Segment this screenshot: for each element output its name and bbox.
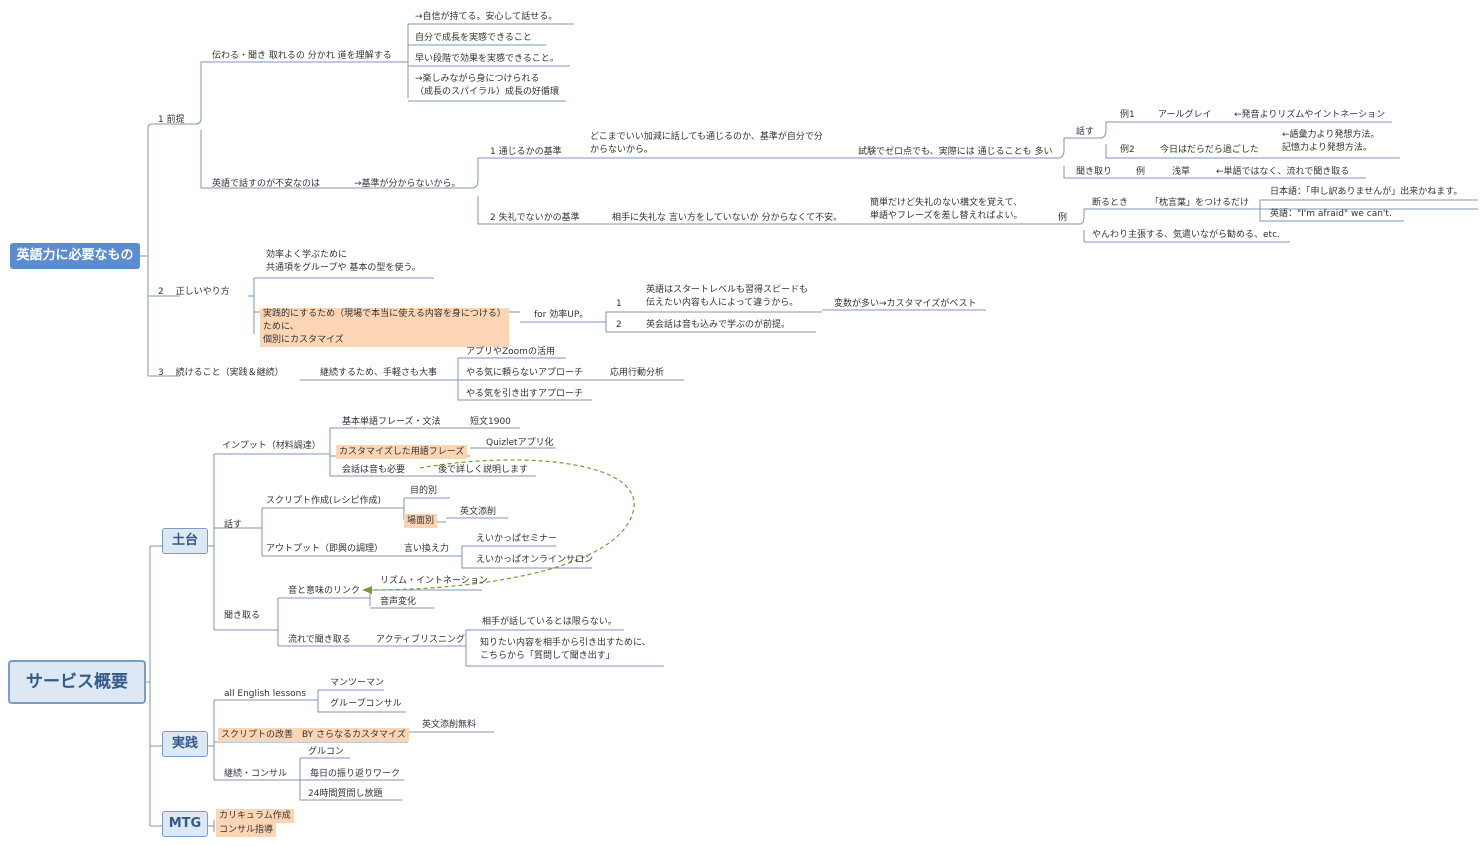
node-grucon[interactable]: グルコン xyxy=(308,747,344,757)
node-self-growth[interactable]: 自分で成長を実感できること xyxy=(415,33,532,43)
node-soft-assert[interactable]: やんわり主張する、気遣いながら勧める、etc. xyxy=(1092,230,1280,240)
node-not-speaking[interactable]: 相手が話しているとは限らない。 xyxy=(482,617,617,627)
node-listening-2[interactable]: 聞き取る xyxy=(224,611,261,621)
node-reason-1[interactable]: 英語はスタートレベルも習得スピードも 伝えたい内容も人によって違うから。 xyxy=(646,285,809,308)
node-flow-listen[interactable]: 流れで聞き取る xyxy=(288,635,351,645)
category-foundation[interactable]: 土台 xyxy=(162,528,208,554)
node-correction[interactable]: 英文添削 xyxy=(460,507,497,517)
category-practice[interactable]: 実践 xyxy=(162,731,208,757)
node-zero-score[interactable]: 試験でゼロ点でも、実際には 通じることも 多い xyxy=(858,147,1053,157)
node-for-efficiency[interactable]: for 効率UP。 xyxy=(534,310,589,320)
node-flow-note[interactable]: ←単語ではなく、流れで聞き取る xyxy=(1216,167,1350,177)
node-understand-boundary[interactable]: 伝わる・聞き 取れるの 分かれ 道を理解する xyxy=(212,51,392,61)
node-early-effect[interactable]: 早い段階で効果を実感できること。 xyxy=(415,54,559,64)
node-seminar[interactable]: えいかっぱセミナー xyxy=(476,534,558,544)
arrow-head-icon xyxy=(362,586,372,594)
node-many-variables[interactable]: 変数が多い→カスタマイズがベスト xyxy=(834,299,977,309)
node-purpose[interactable]: 目的別 xyxy=(410,486,438,496)
node-script[interactable]: スクリプト作成(レシピ作成) xyxy=(266,496,382,506)
node-easy-matters[interactable]: 継続するため、手軽さも大事 xyxy=(320,368,438,378)
node-continuous-consult[interactable]: 継続・コンサル xyxy=(224,769,288,779)
node-efficiency[interactable]: 効率よく学ぶために 共通項をグループや 基本の型を使う。 xyxy=(266,250,421,273)
node-confidence[interactable]: →自信が持てる。安心して話せる。 xyxy=(415,12,558,22)
node-simple-structure[interactable]: 簡単だけど失礼のない構文を覚えて、 単語やフレーズを差し替えればよい。 xyxy=(870,198,1023,221)
node-no-motivation[interactable]: やる気に頼らないアプローチ xyxy=(466,368,584,378)
node-explain-later[interactable]: 後で詳しく説明します xyxy=(438,465,529,475)
node-one-on-one[interactable]: マンツーマン xyxy=(330,678,385,688)
node-speak-1[interactable]: 話す xyxy=(1076,127,1095,137)
node-listening-1[interactable]: 聞き取り xyxy=(1076,167,1113,177)
node-standard-2[interactable]: 2 失礼でないかの基準 xyxy=(490,213,580,223)
node-basic-words[interactable]: 基本単語フレーズ・文法 xyxy=(342,417,441,427)
node-input[interactable]: インプット（材料調達） xyxy=(222,441,321,451)
node-sound-needed[interactable]: 会話は音も必要 xyxy=(342,465,406,475)
node-anxiety[interactable]: 英語で話すのが不安なのは xyxy=(212,179,321,189)
node-rhythm[interactable]: リズム・イントネーション xyxy=(380,576,488,586)
node-customize[interactable]: 実践的にするため（現場で本当に使える内容を身につける） ために、 個別にカスタマ… xyxy=(260,308,509,347)
root-topic-english-skills[interactable]: 英語力に必要なもの xyxy=(10,243,140,269)
node-asakusa[interactable]: 浅草 xyxy=(1172,167,1191,177)
node-standard-1-reason[interactable]: どこまでいい加減に話しても通じるのか、基準が自分で分 からないから。 xyxy=(590,132,823,155)
node-no-standard[interactable]: →基準が分からないから。 xyxy=(354,179,461,189)
node-curriculum[interactable]: カリキュラム作成 xyxy=(216,809,294,823)
node-example-3[interactable]: 例 xyxy=(1136,167,1146,177)
node-rhythm-note[interactable]: ←発音よりリズムやイントネーション xyxy=(1234,110,1386,120)
category-mtg[interactable]: MTG xyxy=(162,811,208,837)
node-custom-phrases[interactable]: カスタマイズした用語フレーズ xyxy=(336,445,468,459)
node-continue[interactable]: 3 続けること（実践＆継続） xyxy=(158,368,284,378)
node-reason-2[interactable]: 英会話は音も込みで学ぶのが前提。 xyxy=(646,320,791,330)
node-rudeness[interactable]: 相手に失礼な 言い方をしていないか 分からなくて不安。 xyxy=(612,213,843,223)
node-free-correction[interactable]: 英文添削無料 xyxy=(422,720,477,730)
node-consult-guidance[interactable]: コンサル指導 xyxy=(216,823,277,837)
node-aba[interactable]: 応用行動分析 xyxy=(610,368,665,378)
node-active-listening[interactable]: アクティブリスニング xyxy=(376,635,466,645)
node-speak-2[interactable]: 話す xyxy=(224,520,243,530)
node-salon[interactable]: えいかっぱオンラインサロン xyxy=(476,555,594,565)
node-1900[interactable]: 短文1900 xyxy=(470,417,511,427)
node-standard-1[interactable]: 1 通じるかの基準 xyxy=(490,147,562,157)
node-example-1[interactable]: 例1 xyxy=(1120,110,1135,120)
node-growth-spiral[interactable]: →楽しみながら身につけられる （成長のスパイラル）成長の好循環 xyxy=(415,74,560,97)
node-quizlet[interactable]: Quizletアプリ化 xyxy=(486,438,554,448)
node-group-consult[interactable]: グループコンサル xyxy=(330,699,402,709)
node-idle-day[interactable]: 今日はだらだら過ごした xyxy=(1160,145,1259,155)
node-english-example[interactable]: 英語："I'm afraid" we can't. xyxy=(1270,209,1392,219)
node-japanese-example[interactable]: 日本語：「申し訳ありませんが」出来かねます。 xyxy=(1270,187,1463,197)
node-idea-note[interactable]: ←語彙力より発想方法。 記憶力より発想方法。 xyxy=(1282,130,1380,153)
node-24h-questions[interactable]: 24時間質問し放題 xyxy=(308,789,383,799)
node-draw-motivation[interactable]: やる気を引き出すアプローチ xyxy=(466,389,584,399)
node-example-4[interactable]: 例 xyxy=(1058,213,1068,223)
node-sound-change[interactable]: 音声変化 xyxy=(380,597,417,607)
node-reason-1-number[interactable]: 1 xyxy=(616,299,622,309)
node-paraphrase[interactable]: 言い換え力 xyxy=(404,544,450,554)
node-example-2[interactable]: 例2 xyxy=(1120,145,1135,155)
node-premise[interactable]: 1 前提 xyxy=(158,115,185,125)
node-reason-2-number[interactable]: 2 xyxy=(616,320,622,330)
node-refuse[interactable]: 断るとき xyxy=(1092,198,1129,208)
node-right-method[interactable]: 2 正しいやり方 xyxy=(158,287,230,297)
node-cushion-words[interactable]: 「枕言葉」をつけるだけ xyxy=(1150,198,1250,208)
node-ask-questions[interactable]: 知りたい内容を相手から引き出すために、 こちらから「質問して聞き出す」 xyxy=(480,638,651,661)
node-earl-grey[interactable]: アールグレイ xyxy=(1158,110,1212,120)
node-scene[interactable]: 場面別 xyxy=(404,514,438,528)
node-output[interactable]: アウトプット（即興の調理） xyxy=(266,544,384,554)
node-app-zoom[interactable]: アプリやZoomの活用 xyxy=(466,347,555,357)
node-script-improve[interactable]: スクリプトの改善 BY さらなるカスタマイズ xyxy=(218,728,409,742)
root-topic-service-overview[interactable]: サービス概要 xyxy=(8,660,146,704)
node-all-english[interactable]: all English lessons xyxy=(224,689,307,699)
node-sound-meaning[interactable]: 音と意味のリンク xyxy=(288,586,361,596)
node-daily-review[interactable]: 毎日の振り返りワーク xyxy=(310,769,401,779)
